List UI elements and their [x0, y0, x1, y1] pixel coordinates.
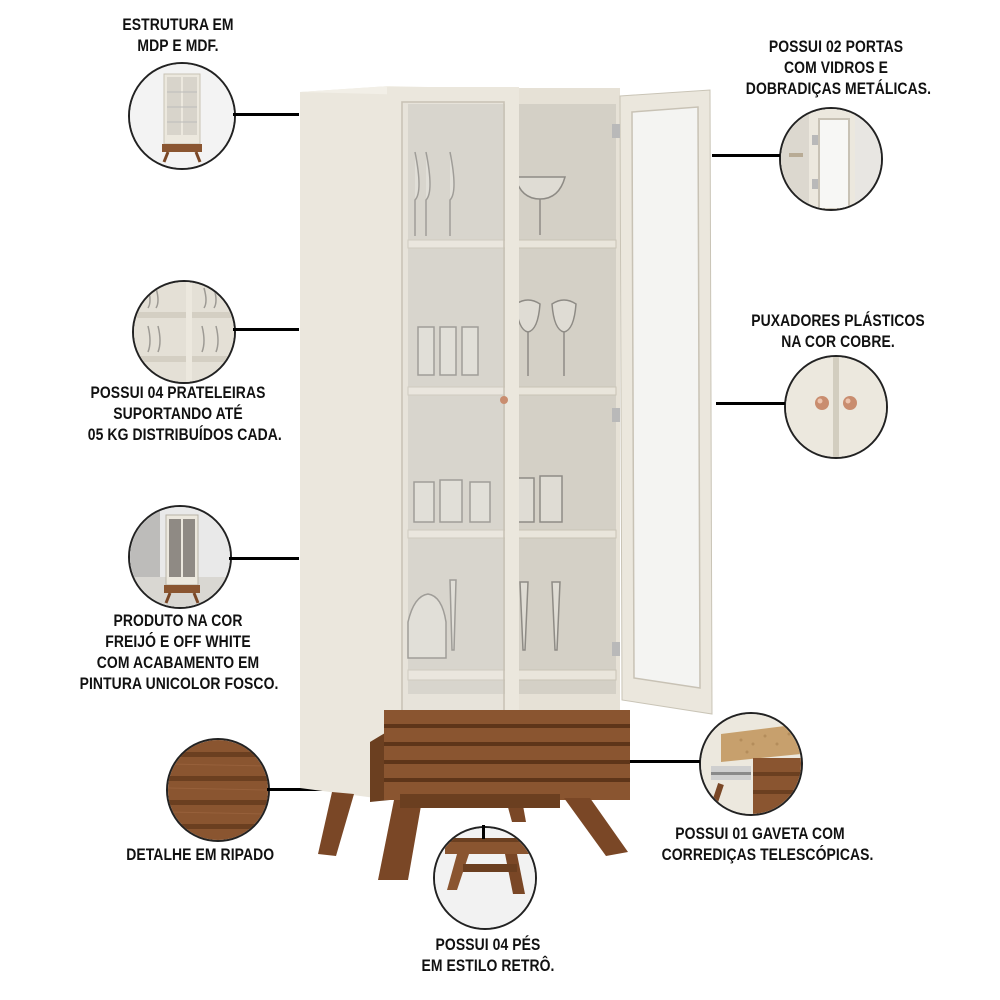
door-handle: [500, 396, 508, 404]
pes-leader-line: [482, 825, 485, 839]
left-door-glass: [401, 101, 505, 723]
puxadores-leader-line: [716, 402, 785, 405]
glassware: [407, 151, 577, 659]
puxadores-thumbnail: [784, 355, 888, 459]
callout-ripado-label: DETALHE EM RIPADO: [126, 845, 275, 864]
portas-thumbnail: [779, 107, 883, 211]
leg-crossbar: [400, 794, 560, 808]
estrutura-leader-line: [233, 113, 299, 116]
ripado-thumbnail: [166, 738, 270, 842]
prateleiras-leader-line: [233, 328, 299, 331]
portas-leader-line: [712, 154, 780, 157]
callout-gaveta-label: POSSUI 01 GAVETA COM CORREDIÇAS TELESCÓP…: [661, 824, 874, 864]
callout-portas-label: POSSUI 02 PORTAS COM VIDROS E DOBRADIÇAS…: [745, 37, 932, 98]
metal-hinges: [612, 124, 620, 656]
callout-prateleiras-label: POSSUI 04 PRATELEIRAS SUPORTANDO ATÉ 05 …: [87, 383, 282, 444]
prateleiras-thumbnail: [132, 280, 236, 384]
right-door-glass: [631, 106, 701, 689]
gaveta-thumbnail: [699, 712, 803, 816]
slatted-drawer-front: [384, 710, 630, 800]
gaveta-leader-line: [627, 760, 700, 763]
callout-pes-label: POSSUI 04 PÉS EM ESTILO RETRÔ.: [421, 935, 555, 975]
callout-cor-label: PRODUTO NA COR FREIJÓ E OFF WHITE COM AC…: [79, 611, 279, 693]
cabinet-side-panel: [300, 86, 390, 800]
callout-puxadores-label: PUXADORES PLÁSTICOS NA COR COBRE.: [751, 311, 925, 351]
cor-thumbnail: [128, 505, 232, 609]
callout-estrutura-label: ESTRUTURA EM MDP E MDF.: [122, 15, 234, 55]
estrutura-thumbnail: [128, 62, 236, 170]
cristaleira-illustration: [300, 86, 713, 880]
cor-leader-line: [229, 557, 299, 560]
pes-thumbnail: [433, 826, 537, 930]
drawer-slats: [384, 724, 630, 782]
